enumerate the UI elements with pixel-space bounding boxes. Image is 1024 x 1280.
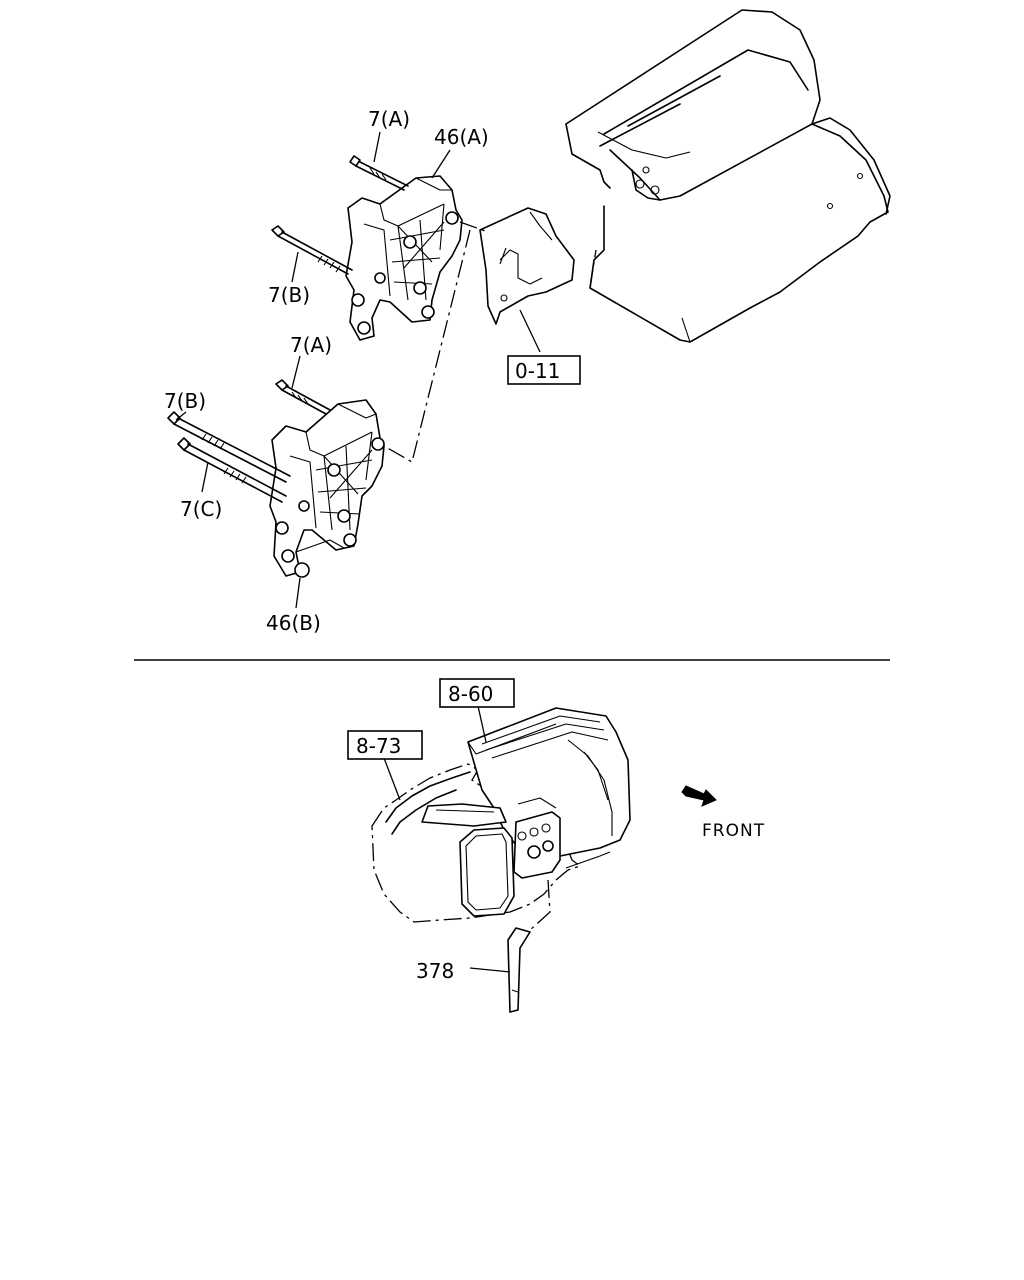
ref-box-0-11 [507, 355, 581, 385]
bolt-7a-upper-drawing [349, 131, 409, 191]
front-arrow-icon [681, 785, 717, 807]
label-46b: 46(B) [266, 611, 321, 635]
lower-bracket-drawing [269, 399, 385, 578]
bolt-7b-lower-drawing [167, 411, 291, 483]
label-front: FRONT [702, 821, 765, 841]
bolt-7b-upper-drawing [271, 225, 353, 283]
label-ref-0-11: 0-11 [515, 359, 560, 383]
label-ref-8-73: 8-73 [356, 734, 401, 758]
ref-box-8-60 [439, 678, 515, 708]
leader-46a [431, 149, 451, 179]
bolt-7c-drawing [177, 437, 287, 503]
bracket-plate-drawing [479, 207, 575, 353]
label-7b-upper: 7(B) [268, 283, 310, 307]
drain-hose-drawing [469, 927, 531, 1013]
label-ref-8-60: 8-60 [448, 682, 493, 706]
engine-block-drawing [565, 9, 891, 343]
ref-box-8-73 [347, 730, 423, 760]
label-378: 378 [416, 959, 454, 983]
label-46a: 46(A) [434, 125, 489, 149]
label-7b-lower: 7(B) [164, 389, 206, 413]
upper-bracket-drawing [345, 175, 463, 341]
hvac-unit-drawing [371, 705, 631, 931]
assembly-centerline [383, 221, 489, 463]
bolt-7a-lower-drawing [275, 355, 331, 415]
label-7c: 7(C) [180, 497, 222, 521]
leader-46b [295, 577, 301, 609]
label-7a-upper: 7(A) [368, 107, 410, 131]
label-7a-lower: 7(A) [290, 333, 332, 357]
